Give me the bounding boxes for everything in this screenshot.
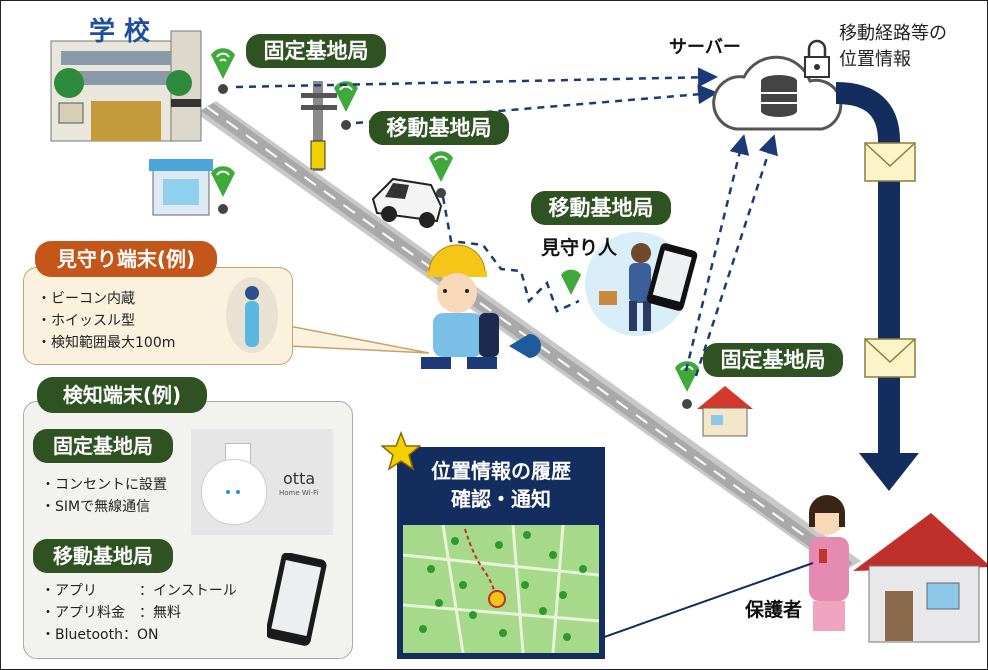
detector-fixed-item: ・SIMで無線通信 xyxy=(41,499,151,515)
history-map xyxy=(403,525,599,653)
server-label: サーバー xyxy=(669,37,741,58)
detector-fixed-item: ・コンセントに設置 xyxy=(41,477,167,493)
detector-fixed-title: 固定基地局 xyxy=(33,429,173,463)
child-figure xyxy=(421,244,541,369)
mail-icon xyxy=(864,142,916,182)
smartphone-icon xyxy=(646,243,698,311)
device-example-title: 見守り端末(例) xyxy=(35,241,217,277)
fixed-station-label: 固定基地局 xyxy=(246,34,386,68)
guardian-house xyxy=(853,513,987,643)
signal-beacons xyxy=(211,48,699,409)
guardian-label: 保護者 xyxy=(745,599,803,621)
school-label: 学 校 xyxy=(89,17,151,47)
signal-icon xyxy=(334,81,358,112)
signal-icon xyxy=(561,269,581,295)
device-item: ・ビーコン内蔵 xyxy=(37,291,135,307)
watcher-label: 見守り人 xyxy=(541,237,618,259)
device-item: ・検知範囲最大100m xyxy=(37,335,176,351)
history-connector xyxy=(592,562,814,642)
detector-example-title: 検知端末(例) xyxy=(37,377,207,413)
detector-mobile-item: ・アプリ ：インストール xyxy=(41,583,237,599)
route-info-line2: 位置情報 xyxy=(839,49,911,70)
mail-icon xyxy=(864,338,916,378)
guardian-figure xyxy=(809,495,849,631)
school-building xyxy=(50,30,202,142)
notification-arrow xyxy=(835,82,919,491)
whistle-device-icon xyxy=(226,277,278,353)
mobile-station-label: 移動基地局 xyxy=(369,111,509,145)
smartphone-icon xyxy=(267,553,327,646)
route-info-line1: 移動経路等の xyxy=(839,23,947,44)
lock-icon xyxy=(804,39,830,78)
data-flow-lines xyxy=(235,67,778,377)
fixed-station-label-house: 固定基地局 xyxy=(703,343,843,377)
brand-sub: Home Wi-Fi xyxy=(279,489,319,497)
device-item: ・ホイッスル型 xyxy=(37,313,135,329)
signal-icon xyxy=(211,48,235,79)
signal-icon xyxy=(429,151,453,182)
brand-logo: otta xyxy=(283,469,316,488)
history-title: 位置情報の履歴 確認・通知 xyxy=(431,459,571,511)
shop-building xyxy=(149,159,213,216)
detector-mobile-item: ・Bluetooth：ON xyxy=(41,627,159,643)
signal-icon xyxy=(211,166,235,197)
callout-pointer xyxy=(288,325,430,354)
mobile-station-label-watcher: 移動基地局 xyxy=(531,191,671,225)
detector-mobile-item: ・アプリ料金 ：無料 xyxy=(41,605,181,621)
star-icon xyxy=(381,431,421,471)
fixed-station-device-photo: otta Home Wi-Fi xyxy=(191,429,333,535)
detector-mobile-title: 移動基地局 xyxy=(33,539,173,573)
utility-pole xyxy=(301,81,337,171)
router-device xyxy=(201,459,267,525)
car xyxy=(371,177,443,228)
small-house xyxy=(697,386,753,437)
